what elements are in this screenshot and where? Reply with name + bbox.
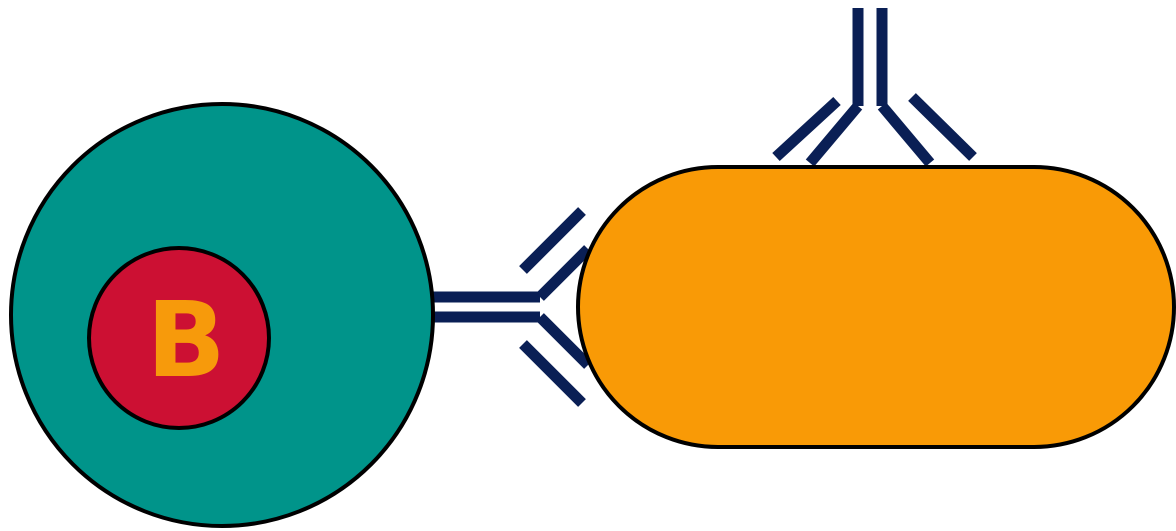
free-antibody-arm-right-inner: [877, 102, 935, 167]
free-antibody-arm-left-inner: [805, 102, 863, 167]
antibody-arm-lower-outer: [519, 340, 586, 407]
antibody-arm-lower-inner: [536, 313, 592, 369]
b-cell-nucleus: [87, 246, 271, 430]
antibody-arm-upper-outer: [519, 207, 586, 274]
membrane-antibody: [430, 207, 592, 407]
antibody-arm-upper-inner: [536, 245, 592, 301]
b-cell: B: [9, 102, 435, 528]
free-antibody-arm-right-outer: [908, 93, 977, 161]
b-cell-label: B: [146, 279, 225, 401]
free-antibody: [772, 8, 977, 167]
free-antibody-arm-left-outer: [772, 96, 841, 162]
bacterium: [576, 165, 1176, 449]
